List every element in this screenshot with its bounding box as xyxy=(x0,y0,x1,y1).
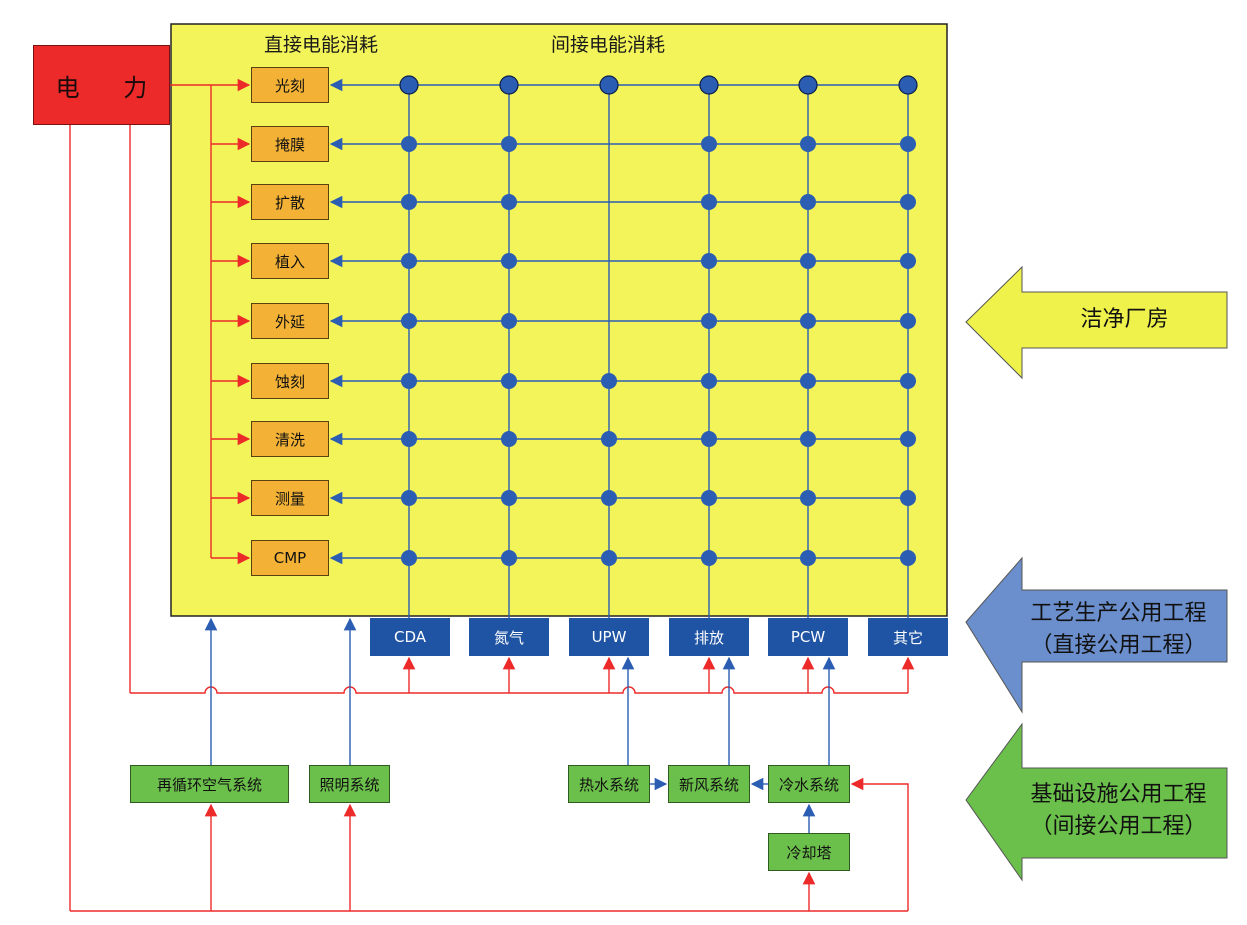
grid-node xyxy=(800,253,816,269)
grid-node xyxy=(701,550,717,566)
power-box: 电 力 xyxy=(33,45,170,125)
process-box: 蚀刻 xyxy=(251,363,329,399)
grid-node xyxy=(499,75,519,95)
process-utility-label: 工艺生产公用工程 （直接公用工程） xyxy=(1010,598,1227,662)
power-base-feed xyxy=(850,777,909,911)
infra-utility-arrow xyxy=(965,722,1228,882)
grid-node xyxy=(900,490,916,506)
grid-node xyxy=(701,373,717,389)
process-utility-label-line1: 工艺生产公用工程 xyxy=(1030,601,1207,626)
process-box: 清洗 xyxy=(251,421,329,457)
grid-node xyxy=(800,313,816,329)
grid-node xyxy=(798,75,818,95)
grid-node xyxy=(701,313,717,329)
grid-node xyxy=(898,75,918,95)
grid-node xyxy=(401,136,417,152)
grid-node xyxy=(800,373,816,389)
grid-node xyxy=(601,550,617,566)
grid-node xyxy=(599,75,619,95)
grid-node xyxy=(601,431,617,447)
grid-node xyxy=(401,550,417,566)
grid-nodes xyxy=(399,75,918,566)
hot-water-system-box: 热水系统 xyxy=(568,765,650,803)
grid-node xyxy=(501,313,517,329)
infra-utility-label-line2: （间接公用工程） xyxy=(1030,814,1207,839)
grid-node xyxy=(401,431,417,447)
grid-node xyxy=(501,194,517,210)
grid-node xyxy=(601,490,617,506)
utility-box-cda: CDA xyxy=(370,618,450,656)
grid-node xyxy=(501,136,517,152)
utility-box-pcw: PCW xyxy=(768,618,848,656)
grid-node xyxy=(900,313,916,329)
grid-node xyxy=(401,373,417,389)
process-box: 掩膜 xyxy=(251,126,329,162)
grid-node xyxy=(900,136,916,152)
process-box: 扩散 xyxy=(251,184,329,220)
grid-node xyxy=(800,431,816,447)
grid-node xyxy=(501,490,517,506)
grid-node xyxy=(900,550,916,566)
grid-node xyxy=(701,194,717,210)
grid-node xyxy=(800,136,816,152)
process-box: 光刻 xyxy=(251,67,329,103)
grid-node xyxy=(401,253,417,269)
process-utility-arrow xyxy=(965,556,1228,714)
utility-box-nitrogen: 氮气 xyxy=(469,618,549,656)
cooling-tower-box: 冷却塔 xyxy=(768,833,850,871)
grid-node xyxy=(501,550,517,566)
recirc-air-system-box: 再循环空气系统 xyxy=(130,765,289,803)
lighting-system-box: 照明系统 xyxy=(309,765,390,803)
power-utility-bus xyxy=(130,686,908,694)
grid-node xyxy=(401,313,417,329)
grid-node xyxy=(701,253,717,269)
grid-node xyxy=(900,431,916,447)
cleanroom-arrow xyxy=(965,265,1228,380)
grid-node xyxy=(701,431,717,447)
fresh-air-system-box: 新风系统 xyxy=(668,765,750,803)
process-box: 测量 xyxy=(251,480,329,516)
cold-water-system-box: 冷水系统 xyxy=(768,765,850,803)
power-lines xyxy=(69,78,915,912)
infra-utility-label: 基础设施公用工程 （间接公用工程） xyxy=(1010,776,1227,846)
grid-node xyxy=(401,194,417,210)
process-box: CMP xyxy=(251,540,329,576)
grid-node xyxy=(800,490,816,506)
direct-consumption-header: 直接电能消耗 xyxy=(263,33,378,56)
grid-node xyxy=(501,431,517,447)
grid-node xyxy=(399,75,419,95)
grid-node xyxy=(501,253,517,269)
process-box: 植入 xyxy=(251,243,329,279)
grid-node xyxy=(601,373,617,389)
utility-box-upw: UPW xyxy=(569,618,649,656)
utility-box-other: 其它 xyxy=(868,618,948,656)
grid-node xyxy=(900,373,916,389)
grid-node xyxy=(701,490,717,506)
infra-utility-label-line1: 基础设施公用工程 xyxy=(1030,782,1207,807)
grid-node xyxy=(800,550,816,566)
grid-node xyxy=(501,373,517,389)
indirect-consumption-header: 间接电能消耗 xyxy=(550,33,665,56)
cleanroom-label: 洁净厂房 xyxy=(1022,292,1227,348)
grid-node xyxy=(701,136,717,152)
process-box: 外延 xyxy=(251,303,329,339)
cleanroom-label-line: 洁净厂房 xyxy=(1080,307,1169,332)
flow-lines xyxy=(204,617,836,833)
grid-node xyxy=(900,253,916,269)
grid-node xyxy=(900,194,916,210)
grid-node xyxy=(800,194,816,210)
grid-node xyxy=(699,75,719,95)
grid-node xyxy=(401,490,417,506)
utility-box-exhaust: 排放 xyxy=(669,618,749,656)
process-utility-label-line2: （直接公用工程） xyxy=(1030,633,1207,658)
